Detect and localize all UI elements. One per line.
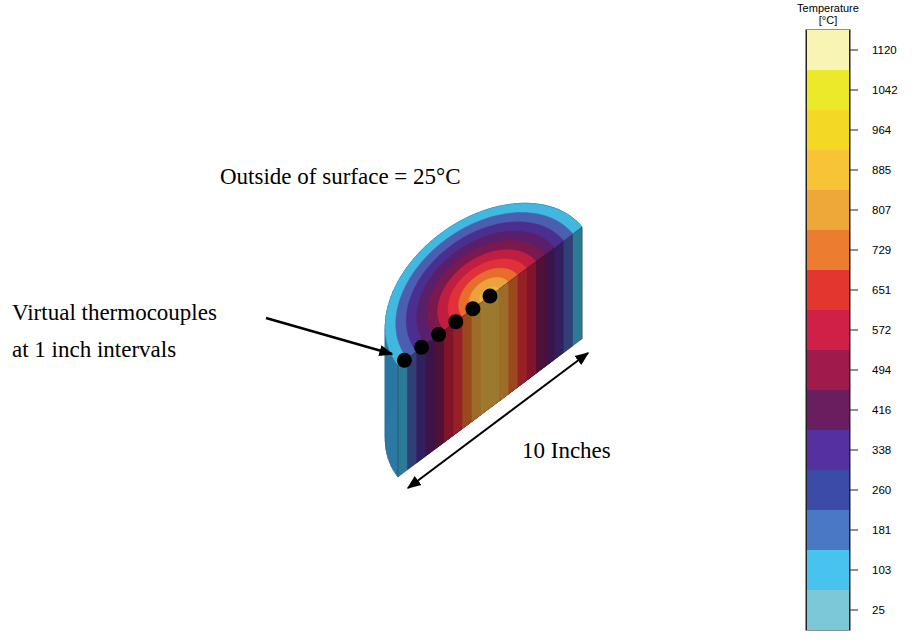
colorbar-tick: [850, 250, 858, 251]
colorbar-tick: [850, 330, 858, 331]
tick-label: 181: [872, 523, 891, 537]
colorbar-tick: [850, 130, 858, 131]
tick-label: 651: [872, 283, 891, 297]
tick-label: 1042: [872, 83, 898, 97]
tick-label: 807: [872, 203, 891, 217]
colorbar-swatch: [806, 470, 850, 510]
tick-label: 25: [872, 603, 885, 617]
tick-label: 260: [872, 483, 891, 497]
colorbar-swatch: [806, 350, 850, 390]
colorbar-tick: [850, 490, 858, 491]
tick-label: 885: [872, 163, 891, 177]
half-cylinder: [385, 203, 582, 477]
colorbar-swatch: [806, 70, 850, 110]
colorbar-tick: [850, 530, 858, 531]
dimension-label: 10 Inches: [522, 432, 611, 469]
colorbar-tick: [850, 410, 858, 411]
colorbar-swatch: [806, 550, 850, 590]
colorbar-frame: [806, 30, 850, 630]
colorbar-tick: [850, 450, 858, 451]
colorbar-swatch: [806, 190, 850, 230]
colorbar-tick: [850, 290, 858, 291]
tick-label: 1120: [872, 43, 897, 57]
callout-label: Virtual thermocouples at 1 inch interval…: [12, 294, 238, 368]
leader-arrow: [266, 318, 392, 354]
colorbar-swatch: [806, 390, 850, 430]
colorbar-tick: [850, 610, 858, 611]
thermocouple-dot: [448, 314, 463, 329]
thermocouple-dot: [397, 353, 412, 368]
colorbar-tick: [850, 170, 858, 171]
colorbar-swatch: [806, 430, 850, 470]
colorbar-title: Temperature [°C]: [793, 2, 863, 26]
thermocouple-dot: [483, 289, 498, 304]
tick-label: 964: [872, 123, 891, 137]
tick-label: 729: [872, 243, 891, 257]
thermocouple-dot: [465, 301, 480, 316]
thermocouple-dot: [431, 327, 446, 342]
colorbar-swatch: [806, 150, 850, 190]
colorbar-swatch: [806, 230, 850, 270]
colorbar-swatch: [806, 310, 850, 350]
surface-note: Outside of surface = 25°C: [220, 158, 461, 195]
tick-label: 572: [872, 323, 891, 337]
colorbar-tick: [850, 90, 858, 91]
colorbar-swatch: [806, 590, 850, 630]
colorbar-swatch: [806, 110, 850, 150]
tick-label: 338: [872, 443, 891, 457]
thermocouple-dot: [414, 340, 429, 355]
tick-label: 416: [872, 403, 891, 417]
colorbar-swatch: [806, 30, 850, 70]
colorbar-tick: [850, 210, 858, 211]
colorbar-tick: [850, 570, 858, 571]
tick-label: 494: [872, 363, 891, 377]
colorbar-swatch: [806, 510, 850, 550]
tick-label: 103: [872, 563, 891, 577]
dimension-arrow: [408, 353, 588, 488]
colorbar-swatch: [806, 270, 850, 310]
colorbar-tick: [850, 50, 858, 51]
colorbar-tick: [850, 370, 858, 371]
